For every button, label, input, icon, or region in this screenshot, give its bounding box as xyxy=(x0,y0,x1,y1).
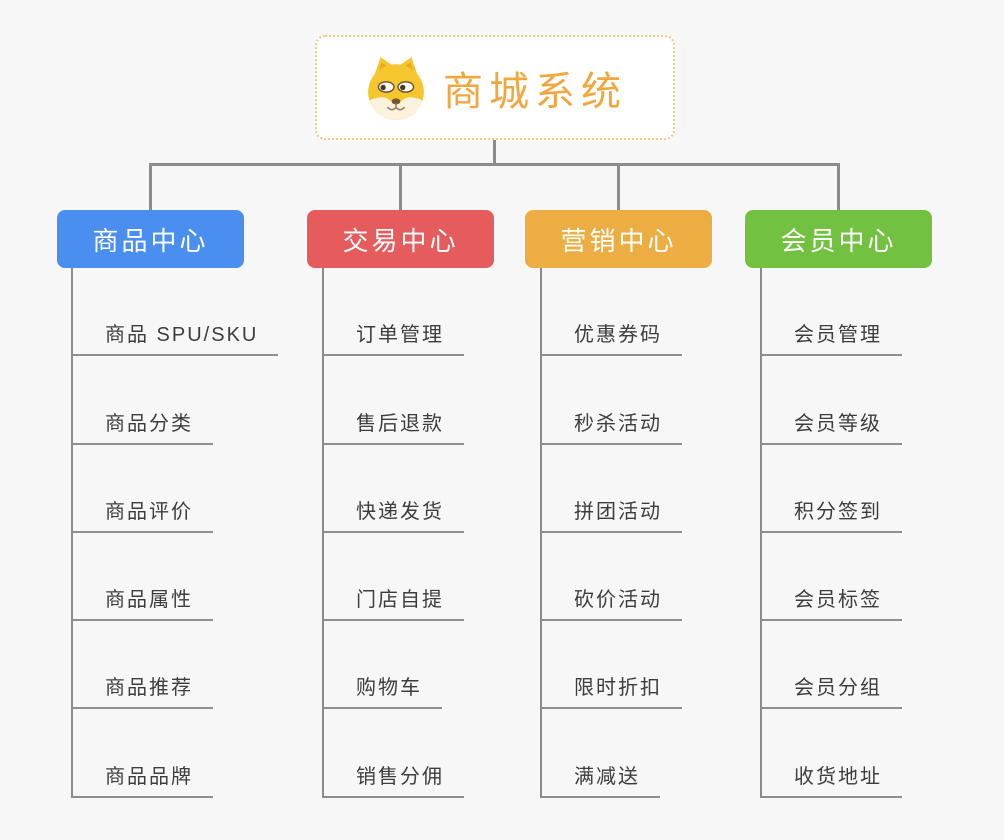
subtopic[interactable]: 拼团活动 xyxy=(542,495,682,533)
subtopic[interactable]: 积分签到 xyxy=(762,495,902,533)
connector-horizontal xyxy=(149,163,840,166)
subtopic[interactable]: 商品推荐 xyxy=(73,671,213,710)
subtopic[interactable]: 快递发货 xyxy=(324,495,464,533)
subtopic[interactable]: 售后退款 xyxy=(324,407,464,445)
subtopic[interactable]: 会员管理 xyxy=(762,318,902,357)
subtopic[interactable]: 商品分类 xyxy=(73,407,213,445)
subtopic[interactable]: 会员分组 xyxy=(762,671,902,710)
subtopic-cell: 秒杀活动 xyxy=(542,356,682,445)
subtopic-cell: 售后退款 xyxy=(324,356,464,445)
subtopic[interactable]: 会员等级 xyxy=(762,407,902,445)
subtopic-cell: 优惠券码 xyxy=(542,268,682,357)
connector-branch-4 xyxy=(837,163,840,210)
subtopic-cell: 拼团活动 xyxy=(542,445,682,533)
subtopic-cell: 会员等级 xyxy=(762,356,902,445)
subtopic-cell: 限时折扣 xyxy=(542,621,682,710)
connector-branch-1 xyxy=(149,163,152,210)
subtopic-cell: 会员分组 xyxy=(762,621,902,710)
subtopic-cell: 会员管理 xyxy=(762,268,902,357)
subtopic[interactable]: 购物车 xyxy=(324,671,442,710)
branch-column-marketing: 优惠券码 秒杀活动 拼团活动 砍价活动 限时折扣 满减送 xyxy=(540,268,682,798)
subtopic[interactable]: 商品属性 xyxy=(73,583,213,622)
subtopic-cell: 订单管理 xyxy=(324,268,464,357)
subtopic-cell: 会员标签 xyxy=(762,533,902,622)
subtopic[interactable]: 商品 SPU/SKU xyxy=(73,318,279,357)
subtopic[interactable]: 商品品牌 xyxy=(73,760,213,798)
branch-column-trade: 订单管理 售后退款 快递发货 门店自提 购物车 销售分佣 xyxy=(322,268,464,798)
connector-branch-3 xyxy=(617,163,620,210)
branch-node-member[interactable]: 会员中心 xyxy=(745,210,932,268)
subtopic[interactable]: 订单管理 xyxy=(324,318,464,357)
subtopic[interactable]: 门店自提 xyxy=(324,583,464,622)
subtopic[interactable]: 砍价活动 xyxy=(542,583,682,622)
root-title: 商城系统 xyxy=(443,69,627,114)
subtopic-cell: 商品分类 xyxy=(73,356,278,445)
subtopic[interactable]: 商品评价 xyxy=(73,495,213,533)
branch-column-member: 会员管理 会员等级 积分签到 会员标签 会员分组 收货地址 xyxy=(760,268,902,798)
subtopic[interactable]: 会员标签 xyxy=(762,583,902,622)
subtopic[interactable]: 收货地址 xyxy=(762,760,902,798)
subtopic-cell: 销售分佣 xyxy=(324,709,464,798)
subtopic[interactable]: 秒杀活动 xyxy=(542,407,682,445)
subtopic[interactable]: 限时折扣 xyxy=(542,671,682,710)
branch-column-product: 商品 SPU/SKU 商品分类 商品评价 商品属性 商品推荐 商品品牌 xyxy=(71,268,279,798)
subtopic-cell: 商品评价 xyxy=(73,445,278,533)
subtopic-cell: 快递发货 xyxy=(324,445,464,533)
branch-node-trade[interactable]: 交易中心 xyxy=(307,210,494,268)
subtopic-cell: 商品品牌 xyxy=(73,709,278,798)
subtopic-cell: 门店自提 xyxy=(324,533,464,622)
subtopic[interactable]: 满减送 xyxy=(542,760,660,798)
branch-node-product[interactable]: 商品中心 xyxy=(57,210,244,268)
branch-node-marketing[interactable]: 营销中心 xyxy=(525,210,712,268)
subtopic[interactable]: 优惠券码 xyxy=(542,318,682,357)
subtopic-cell: 收货地址 xyxy=(762,709,902,798)
connector-branch-2 xyxy=(399,163,402,210)
connector-root-vertical xyxy=(493,140,496,166)
subtopic-cell: 满减送 xyxy=(542,709,682,798)
subtopic-cell: 商品推荐 xyxy=(73,621,278,710)
subtopic[interactable]: 销售分佣 xyxy=(324,760,464,798)
subtopic-cell: 商品属性 xyxy=(73,533,278,622)
shiba-dog-icon xyxy=(368,56,424,120)
subtopic-cell: 购物车 xyxy=(324,621,464,710)
subtopic-cell: 商品 SPU/SKU xyxy=(73,268,279,357)
subtopic-cell: 积分签到 xyxy=(762,445,902,533)
root-node[interactable]: 商城系统 xyxy=(315,35,675,140)
subtopic-cell: 砍价活动 xyxy=(542,533,682,622)
